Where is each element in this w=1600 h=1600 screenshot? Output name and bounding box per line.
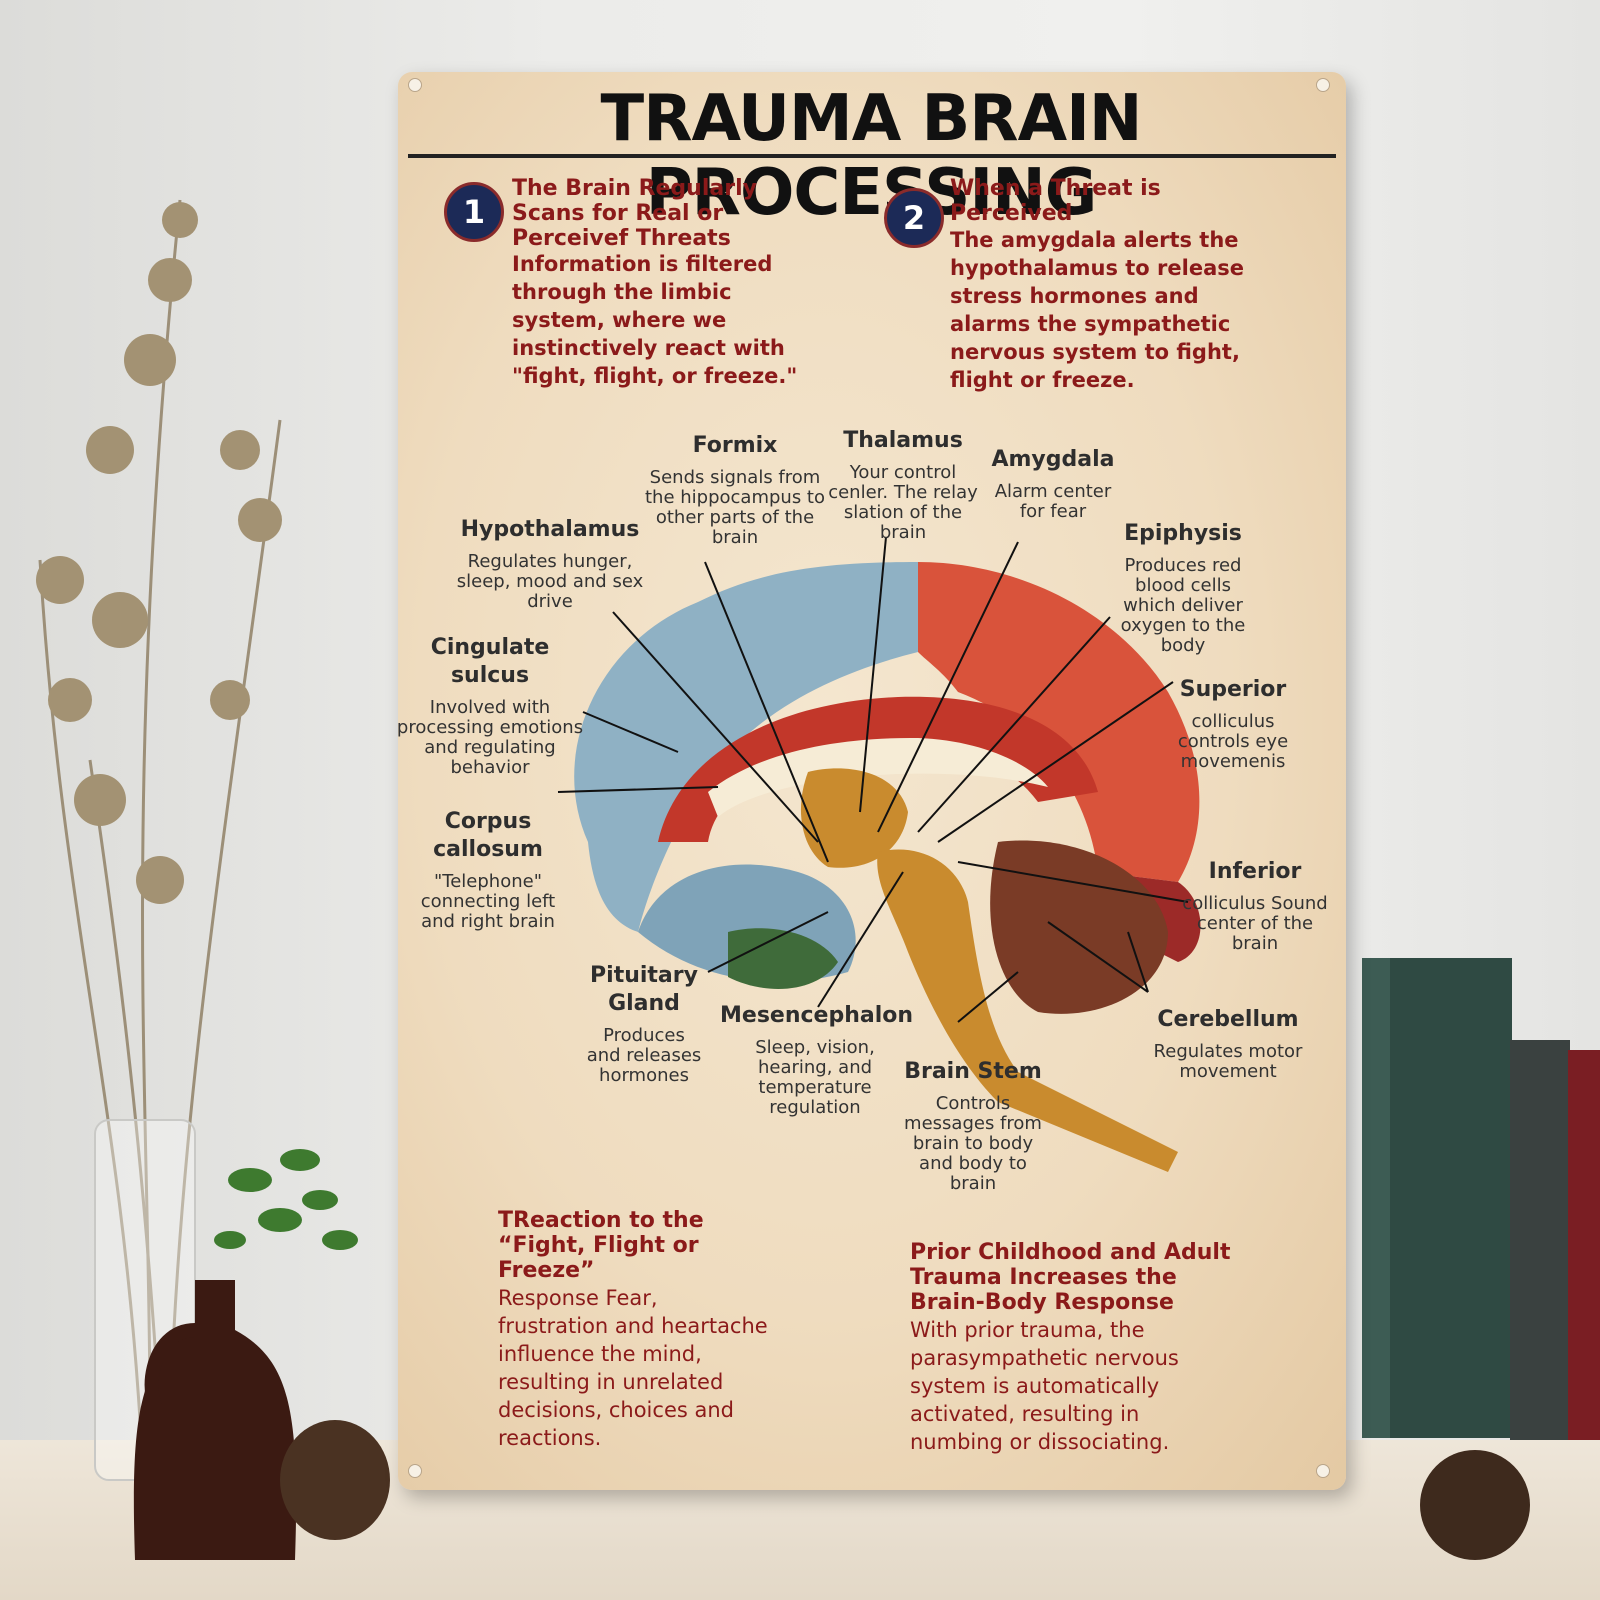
- brain-corpus-callosum: [708, 737, 1048, 817]
- step-2-badge: 2: [884, 188, 944, 248]
- flower-clusters: [36, 202, 282, 904]
- mount-hole: [1316, 78, 1330, 92]
- prior-trauma-text: With prior trauma, the parasympathetic n…: [910, 1318, 1179, 1454]
- step-2-heading: When a Threat is Perceived: [950, 176, 1161, 226]
- book-red: [1568, 1050, 1600, 1440]
- title-underline: [408, 154, 1336, 158]
- label-formix: Formix Sends signals from the hippocampu…: [645, 433, 825, 548]
- brain-thalamus: [800, 768, 908, 868]
- mount-hole: [1316, 1464, 1330, 1478]
- label-amygdala: Amygdala Alarm center for fear: [991, 447, 1115, 522]
- label-epiphysis: Epiphysis Produces red blood cells which…: [1120, 521, 1246, 656]
- brain-limbic-green: [728, 928, 838, 989]
- label-inferior-colliculus: Inferior colliculus Sound center of the …: [1182, 859, 1328, 954]
- label-thalamus: Thalamus Your control cenler. The relay …: [828, 428, 978, 543]
- book-gray: [1510, 1040, 1570, 1440]
- book-green-spine: [1362, 958, 1390, 1438]
- reaction-text: Response Fear, frustration and heartache…: [498, 1286, 768, 1450]
- leader-lines: [557, 536, 1189, 1023]
- step-1-badge: 1: [444, 182, 504, 242]
- step-1-text: Information is filtered through the limb…: [512, 252, 798, 388]
- step-2-text: The amygdala alerts the hypothalamus to …: [950, 228, 1244, 392]
- label-brain-stem: Brain Stem Controls messages from brain …: [904, 1059, 1042, 1194]
- label-corpus-callosum: Corpus callosum "Telephone" connecting l…: [420, 809, 556, 932]
- poster-sign: TRAUMA BRAIN PROCESSING 1 The Brain Regu…: [397, 72, 1346, 1490]
- brain-cerebellum: [990, 840, 1168, 1014]
- label-superior-colliculus: Superior colliculus controls eye movemen…: [1177, 677, 1289, 772]
- brain-stem: [877, 849, 1178, 1172]
- label-cingulate-sulcus: Cingulate sulcus Involved with processin…: [396, 635, 584, 778]
- brown-jug: [133, 1280, 297, 1560]
- mount-hole: [408, 1464, 422, 1478]
- reaction-heading: TReaction to the “Fight, Flight or Freez…: [498, 1208, 704, 1283]
- label-mesencephalon: Mesencephalon Sleep, vision, hearing, an…: [720, 1003, 914, 1118]
- mount-hole: [408, 78, 422, 92]
- pinecone-left: [280, 1420, 390, 1540]
- prior-trauma-heading: Prior Childhood and Adult Trauma Increas…: [910, 1240, 1231, 1315]
- pinecone-right: [1420, 1450, 1530, 1560]
- poster-title: TRAUMA BRAIN PROCESSING: [600, 82, 1143, 230]
- step-1-heading: The Brain Regularly Scans for Real or Pe…: [512, 176, 757, 251]
- label-cerebellum: Cerebellum Regulates motor movement: [1153, 1007, 1303, 1082]
- brain-parietal-lobe: [918, 562, 1200, 882]
- label-pituitary-gland: Pituitary Gland Produces and releases ho…: [586, 963, 702, 1086]
- brain-cingulate-gyrus: [658, 696, 1098, 842]
- plant-leaves: [214, 1149, 358, 1250]
- brain-illustration: [557, 536, 1201, 1172]
- label-hypothalamus: Hypothalamus Regulates hunger, sleep, mo…: [456, 517, 644, 612]
